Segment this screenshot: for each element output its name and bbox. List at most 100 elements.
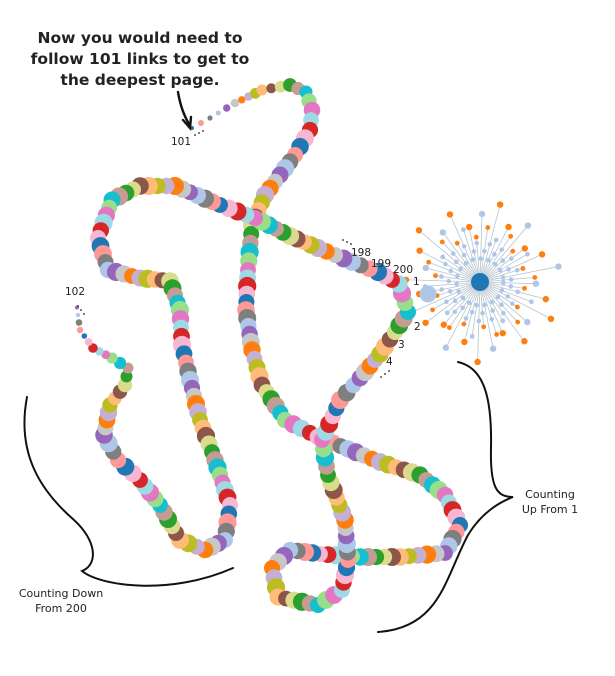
node-label-2: 2 (414, 321, 421, 333)
spoke-node (452, 298, 458, 304)
node-label-200: 200 (393, 264, 413, 276)
hub-spoke (479, 281, 546, 300)
spoke-node (489, 316, 495, 322)
hub-spoke (463, 229, 481, 283)
ellipsis-marks (77, 130, 390, 378)
page-node (84, 338, 93, 346)
hub-spoke (479, 266, 559, 283)
hub-spoke (432, 281, 481, 311)
leaf-node (489, 345, 497, 352)
spoke-node (514, 267, 520, 273)
leaf-node (474, 358, 481, 366)
count-down-line-1: Counting Down (18, 587, 104, 600)
hub-spoke (479, 225, 529, 283)
hub-cluster (402, 201, 562, 366)
leaf-node (532, 280, 540, 287)
spoke-node (489, 299, 495, 305)
hub-spoke (445, 281, 481, 348)
hub-spoke (479, 281, 552, 320)
spoke-node (470, 257, 476, 262)
hub-spoke (406, 281, 481, 315)
leaf-node (433, 273, 438, 279)
spoke-node (456, 289, 461, 294)
leaf-node (465, 223, 473, 231)
hub-spoke (425, 281, 481, 324)
leaf-node (514, 304, 520, 310)
spoke-node (461, 244, 467, 249)
leaf-node (508, 233, 514, 239)
hub-spoke (425, 267, 481, 283)
count-up-brace (377, 361, 514, 633)
page-node (101, 350, 111, 360)
spoke-node (499, 302, 504, 308)
page-node (223, 104, 231, 112)
spoke-node (476, 318, 482, 324)
spoke-node (439, 287, 445, 292)
hub-spoke (479, 236, 511, 283)
count-up-line-2: Up From 1 (521, 503, 579, 516)
spoke-node (447, 289, 453, 294)
leaf-node (485, 225, 491, 230)
leaf-node (446, 211, 454, 218)
leaf-node (439, 239, 445, 245)
leaf-node (547, 315, 555, 323)
count-down-caption: Counting Down From 200 (14, 586, 108, 616)
leaf-node (430, 307, 435, 313)
leaf-node (469, 334, 475, 339)
leaf-node (532, 275, 538, 280)
spoke-node (508, 256, 514, 261)
page-node (75, 319, 83, 326)
spoke-node (460, 305, 465, 311)
spoke-node (469, 309, 475, 315)
hub-spoke (425, 281, 481, 287)
page-node (88, 343, 98, 353)
spoke-node (478, 256, 484, 261)
hub-spoke (479, 253, 528, 283)
spoke-node (444, 299, 449, 305)
leaf-node (461, 338, 468, 346)
page-node (76, 326, 84, 334)
annotation-strokes (23, 90, 514, 633)
headline-line-1: Now you would need to (37, 29, 243, 47)
leaf-node (524, 318, 531, 326)
leaf-node (496, 201, 504, 208)
spoke-node (453, 259, 459, 265)
page-node (120, 370, 133, 383)
leaf-node (520, 266, 526, 271)
spoke-node (452, 309, 458, 315)
spoke-node (515, 289, 521, 295)
leaf-node (461, 321, 467, 327)
count-down-line-2: From 200 (35, 602, 87, 615)
leaf-node (538, 251, 546, 258)
headline-line-3: the deepest page. (60, 71, 220, 89)
headline-line-2: follow 101 links to get to (30, 50, 250, 68)
leaf-node (555, 263, 562, 270)
spoke-node (501, 280, 506, 286)
hub-spoke (479, 277, 535, 283)
count-up-line-1: Counting (525, 488, 575, 501)
leaf-node (493, 237, 499, 243)
leaf-node (505, 223, 512, 231)
spoke-node (446, 278, 452, 284)
spoke-node (506, 267, 511, 272)
spoke-node (448, 268, 454, 274)
leaf-node (500, 318, 506, 324)
hub-spoke (479, 281, 494, 349)
hub-spoke (479, 281, 528, 323)
node-label-101: 101 (171, 136, 191, 148)
spoke-node (474, 240, 480, 246)
spoke-node (495, 294, 501, 300)
node-label-199: 199 (371, 258, 391, 270)
leaf-node (478, 210, 486, 218)
leaf-node (481, 324, 487, 330)
spoke-node (461, 252, 467, 258)
hub-spoke (479, 248, 526, 283)
leaf-node (416, 247, 423, 254)
hub-spoke (479, 253, 543, 283)
hub-spoke (479, 281, 504, 334)
leaf-node (473, 234, 479, 240)
node-label-102: 102 (65, 286, 85, 298)
leaf-node (454, 240, 460, 246)
spoke-node (443, 261, 448, 267)
